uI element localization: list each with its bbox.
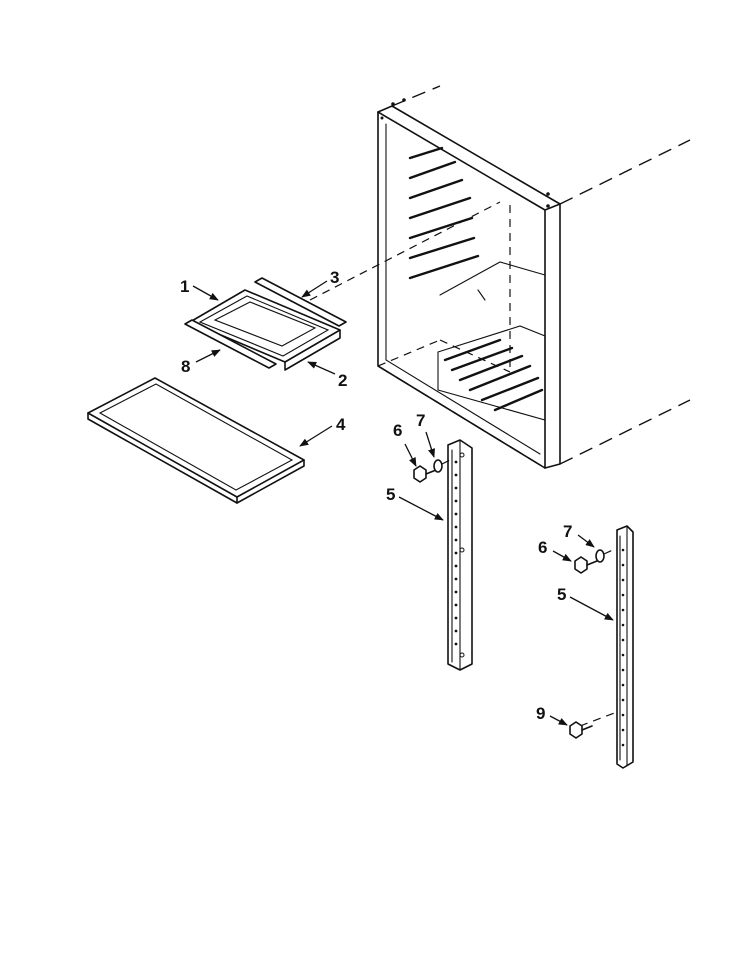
leader-lines	[192, 280, 614, 726]
ladder-right-holes	[621, 548, 625, 747]
callout-4: 4	[336, 415, 346, 434]
callout-7-left: 7	[416, 411, 425, 430]
callout-5-left: 5	[386, 485, 395, 504]
ladder-left-holes	[454, 452, 465, 658]
callout-5-right: 5	[557, 585, 566, 604]
callout-2: 2	[338, 371, 347, 390]
screw-left	[413, 465, 437, 483]
washer-left	[433, 457, 455, 473]
floor-vent	[437, 325, 546, 421]
callout-1: 1	[180, 277, 189, 296]
callout-6-right: 6	[538, 538, 547, 557]
shelf-alignment-line	[309, 201, 501, 301]
callout-7-right: 7	[563, 522, 572, 541]
callout-9: 9	[536, 704, 545, 723]
callout-6-left: 6	[393, 421, 402, 440]
screw-right-upper	[574, 556, 598, 574]
callout-8: 8	[181, 357, 190, 376]
shelf-ladder-left	[447, 439, 473, 671]
washer-right	[595, 547, 618, 563]
glass-shelf-frame	[87, 377, 305, 504]
callout-3: 3	[330, 268, 339, 287]
screw-right-lower	[569, 721, 593, 739]
shelf-ladder-right	[579, 525, 634, 769]
shelf-frame	[189, 289, 341, 371]
shelf-rail-bottom	[184, 319, 277, 369]
shelf-rail-top	[254, 277, 347, 327]
cabinet-body	[377, 85, 691, 469]
